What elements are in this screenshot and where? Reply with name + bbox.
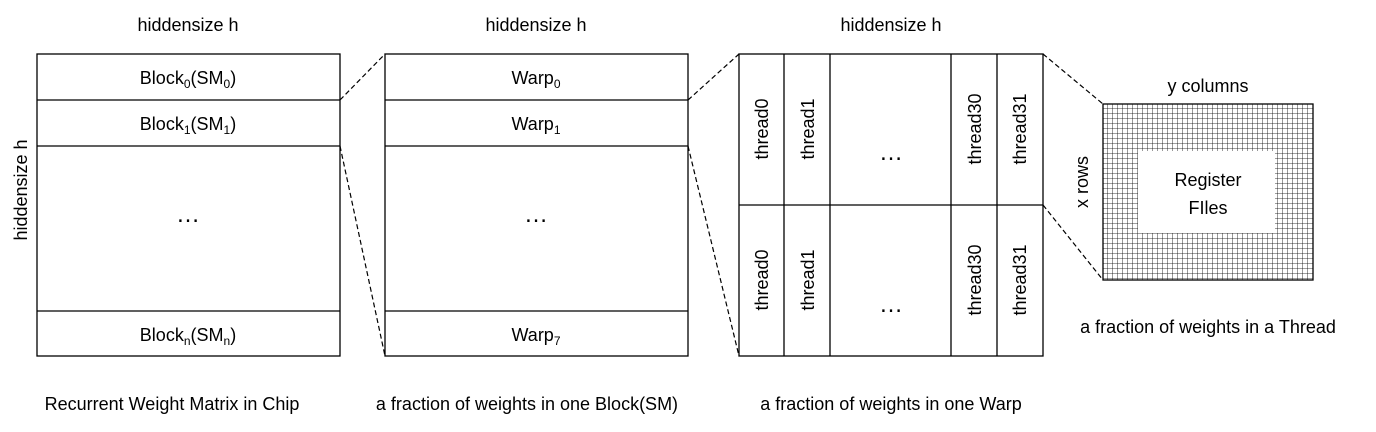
chip-matrix (36, 53, 341, 357)
thread-caption: a fraction of weights in a Thread (1080, 317, 1336, 337)
block-row-label: Block0(SM0) (140, 68, 236, 91)
register-files-label: FIles (1188, 198, 1227, 218)
register-files-label: Register (1174, 170, 1241, 190)
thread-label: thread31 (1010, 244, 1030, 315)
thread-label: thread31 (1010, 93, 1030, 164)
chip-caption: Recurrent Weight Matrix in Chip (45, 394, 300, 414)
chip-ellipsis: … (176, 201, 200, 228)
chip-side-label: hiddensize h (11, 139, 31, 240)
block-header: hiddensize h (485, 15, 586, 35)
block-row-label: Block1(SM1) (140, 114, 236, 137)
block-ellipsis: … (524, 201, 548, 228)
thread-label: thread1 (798, 249, 818, 310)
zoom-connector (339, 53, 386, 101)
warp-header: hiddensize h (840, 15, 941, 35)
zoom-connector (1042, 53, 1104, 105)
zoom-connector (1042, 204, 1104, 281)
warp-caption: a fraction of weights in one Warp (760, 394, 1021, 414)
thread-label: thread0 (752, 98, 772, 159)
thread-label: thread30 (965, 93, 985, 164)
register-files-box (1138, 151, 1275, 233)
thread-label: thread1 (798, 98, 818, 159)
zoom-connector (339, 145, 386, 357)
block-matrix (384, 53, 689, 357)
y-columns-label: y columns (1167, 76, 1248, 96)
thread-label: thread0 (752, 249, 772, 310)
chip-header: hiddensize h (137, 15, 238, 35)
x-rows-label: x rows (1072, 156, 1092, 208)
thread-ellipsis: … (879, 291, 903, 318)
thread-ellipsis: … (879, 139, 903, 166)
zoom-connector (687, 53, 740, 101)
zoom-connector (687, 145, 740, 357)
warp-row-label: Warp0 (511, 68, 560, 91)
warp-row-label: Warp1 (511, 114, 560, 137)
warp-row-label: Warp7 (511, 325, 560, 348)
thread-label: thread30 (965, 244, 985, 315)
block-row-label: Blockn(SMn) (140, 325, 236, 348)
block-caption: a fraction of weights in one Block(SM) (376, 394, 678, 414)
